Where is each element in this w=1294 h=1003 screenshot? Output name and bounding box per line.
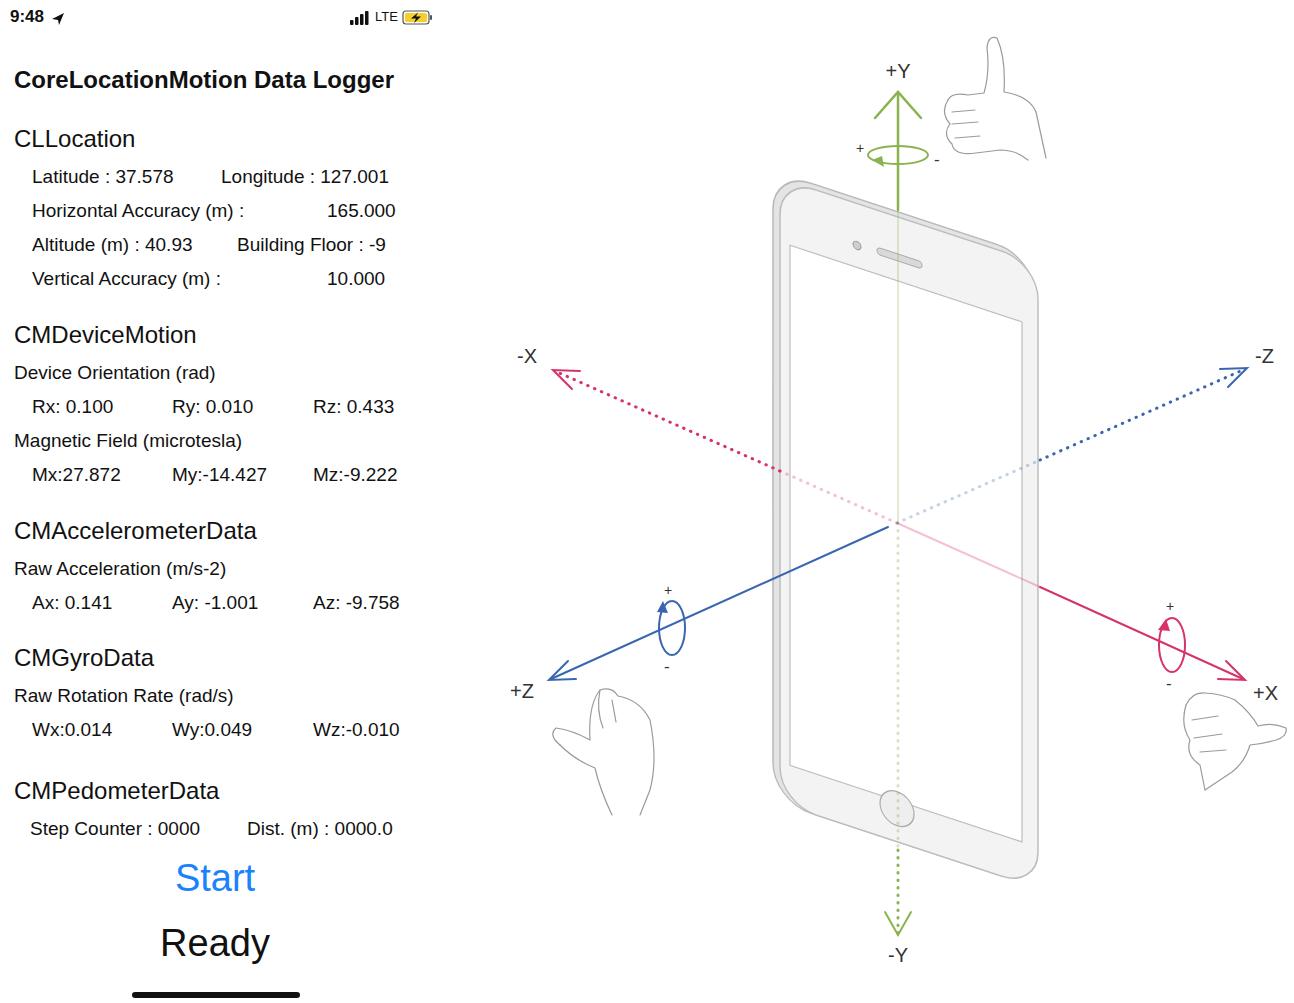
data-field: Longitude : 127.001 (221, 166, 389, 188)
data-field: Ay: -1.001 (172, 592, 258, 614)
section-heading: CMAccelerometerData (14, 517, 257, 545)
phone-illustration (773, 171, 1038, 888)
rotation-sign: - (934, 150, 940, 170)
subheading: Raw Acceleration (m/s-2) (14, 558, 226, 580)
data-field: Dist. (m) : 0000.0 (247, 818, 393, 840)
rotation-sign: - (1166, 674, 1172, 694)
data-field: Wz:-0.010 (313, 719, 400, 741)
data-field: Latitude : 37.578 (32, 166, 174, 188)
axis-label: -Z (1255, 345, 1274, 368)
data-field: Altitude (m) : 40.93 (32, 234, 193, 256)
rotation-sign: - (664, 657, 670, 677)
status-icons (52, 11, 432, 25)
axis-label: -X (517, 345, 537, 368)
network-label: LTE (375, 10, 398, 25)
data-field: Rx: 0.100 (32, 396, 113, 418)
app-title: CoreLocationMotion Data Logger (14, 66, 394, 94)
home-indicator (132, 992, 300, 998)
status-time: 9:48 (10, 7, 44, 27)
data-field: Wy:0.049 (172, 719, 252, 741)
section-heading: CMGyroData (14, 644, 154, 672)
x-axis (553, 370, 1245, 680)
axis-label: +Z (510, 680, 534, 703)
subheading: Magnetic Field (microtesla) (14, 430, 242, 452)
data-field: My:-14.427 (172, 464, 267, 486)
section-heading: CMPedometerData (14, 777, 219, 805)
data-field: Mz:-9.222 (313, 464, 397, 486)
section-heading: CLLocation (14, 125, 135, 153)
subheading: Raw Rotation Rate (rad/s) (14, 685, 234, 707)
data-field: Mx:27.872 (32, 464, 121, 486)
data-field: Ax: 0.141 (32, 592, 112, 614)
data-value: 10.000 (327, 268, 385, 290)
status-label: Ready (160, 922, 270, 966)
data-field: Rz: 0.433 (313, 396, 394, 418)
data-field: Wx:0.014 (32, 719, 112, 741)
axis-label: +X (1253, 682, 1278, 705)
hand-sketch (553, 37, 1286, 815)
data-field: Horizontal Accuracy (m) : (32, 200, 244, 222)
data-field: Ry: 0.010 (172, 396, 253, 418)
axis-label: -Y (888, 944, 908, 967)
rotation-sign: + (856, 140, 864, 156)
data-value: 165.000 (327, 200, 396, 222)
data-field: Az: -9.758 (313, 592, 400, 614)
data-field: Building Floor : -9 (237, 234, 386, 256)
data-field: Step Counter : 0000 (30, 818, 200, 840)
data-field: Vertical Accuracy (m) : (32, 268, 221, 290)
section-heading: CMDeviceMotion (14, 321, 197, 349)
rotation-sign: + (664, 582, 672, 598)
rotation-sign: + (1166, 598, 1174, 614)
button-label: Start (175, 857, 255, 901)
axis-label: +Y (885, 60, 910, 83)
z-axis (549, 368, 1247, 680)
subheading: Device Orientation (rad) (14, 362, 216, 384)
